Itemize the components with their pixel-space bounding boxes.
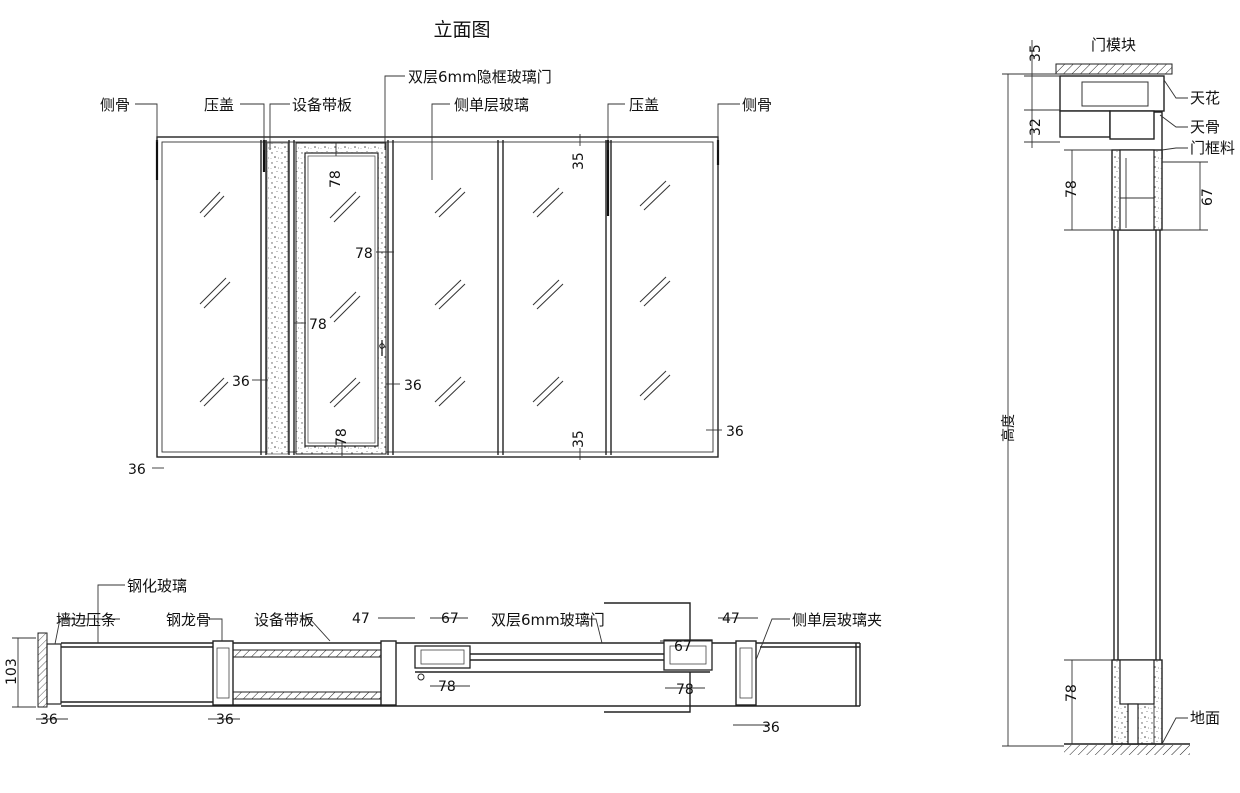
- plan-view: 钢化玻璃 墙边压条 钢龙骨 设备带板 双层6mm玻璃门 侧单层玻璃夹 103 3…: [4, 577, 882, 736]
- dim-plan-36-c: 36: [762, 720, 780, 736]
- elevation-outer-frame: [156, 136, 719, 458]
- label-ground: 地面: [1190, 709, 1220, 727]
- equipment-strip-section: [232, 640, 397, 706]
- glass-reflection-marks: [199, 180, 671, 408]
- door-frame-bottom: [1111, 659, 1163, 745]
- dim-36-left: 36: [232, 374, 250, 390]
- dim-plan-67-a: 67: [441, 611, 459, 627]
- label-door-plan: 双层6mm玻璃门: [491, 611, 605, 629]
- plan-dim-lines: [12, 617, 770, 726]
- section-dim-lines: [1002, 40, 1208, 747]
- ceiling-slab: [1055, 63, 1173, 75]
- elevation-title: 立面图: [433, 19, 490, 41]
- dim-height: 高度: [1000, 414, 1017, 442]
- plan-left-wall: [37, 632, 48, 708]
- dim-plan-47-b: 47: [722, 611, 740, 627]
- label-cap-left: 压盖: [204, 96, 234, 114]
- dim-door-side-78: 78: [355, 246, 373, 262]
- top-profiles: [1059, 75, 1165, 159]
- dim-door-inner-78: 78: [309, 317, 327, 333]
- plan-glass-lines: [61, 642, 860, 707]
- label-wall-strip: 墙边压条: [56, 611, 116, 629]
- section-leaders: [1159, 79, 1188, 745]
- wall-strip-profile: [46, 643, 62, 705]
- plan-leaders: [54, 584, 790, 661]
- dim-plan-78-a: 78: [438, 679, 456, 695]
- dim-section-78-bottom: 78: [1064, 684, 1080, 702]
- label-side-single-glass: 侧单层玻璃: [454, 96, 529, 114]
- elevation-mullions: [260, 140, 612, 455]
- dim-section-78-top: 78: [1064, 180, 1080, 198]
- dim-door-top-78: 78: [328, 170, 344, 188]
- elevation-dim-marks: [152, 134, 722, 469]
- dim-35-bottom: 35: [571, 430, 587, 448]
- label-cap-right: 压盖: [629, 96, 659, 114]
- cap-markers: [155, 140, 720, 216]
- glass-door: [295, 142, 387, 455]
- door-section: [396, 602, 760, 713]
- elevation-view: 立面图: [100, 19, 772, 478]
- label-equipment-strip-plan: 设备带板: [254, 611, 314, 629]
- dim-section-35: 35: [1028, 44, 1044, 62]
- dim-plan-36-a: 36: [40, 712, 58, 728]
- label-equipment-strip: 设备带板: [292, 96, 352, 114]
- steel-keel-profile: [212, 640, 234, 706]
- label-side-bone-right: 侧骨: [742, 96, 772, 114]
- label-ceiling: 天花: [1190, 89, 1220, 107]
- elevation-inner-frame: [161, 141, 714, 453]
- dim-section-32: 32: [1028, 118, 1044, 136]
- label-door-module: 门模块: [1091, 36, 1136, 54]
- dim-section-67: 67: [1200, 188, 1216, 206]
- single-glass-clip: [735, 640, 861, 706]
- dim-36-right: 36: [726, 424, 744, 440]
- label-ceiling-bone: 天骨: [1190, 118, 1220, 136]
- section-glass: [1113, 230, 1161, 660]
- door-frame-top: [1111, 149, 1163, 231]
- equipment-strip-panel: [266, 142, 289, 455]
- label-door: 双层6mm隐框玻璃门: [408, 68, 552, 86]
- dim-plan-78-b: 78: [676, 682, 694, 698]
- dim-36-mid: 36: [404, 378, 422, 394]
- dim-plan-36-b: 36: [216, 712, 234, 728]
- section-view: 门模块: [1000, 36, 1235, 755]
- label-keel: 钢龙骨: [166, 611, 211, 629]
- dim-plan-47-a: 47: [352, 611, 370, 627]
- dim-plan-67-b: 67: [674, 639, 692, 655]
- label-door-frame: 门框料: [1190, 139, 1235, 157]
- dim-35-top: 35: [571, 152, 587, 170]
- floor-hatch: [1064, 745, 1190, 755]
- dim-103: 103: [4, 658, 20, 685]
- label-side-bone-left: 侧骨: [100, 96, 130, 114]
- label-tempered-glass: 钢化玻璃: [127, 577, 187, 595]
- elevation-leaders: [135, 75, 740, 180]
- label-glass-clip: 侧单层玻璃夹: [792, 611, 882, 629]
- dim-36-base: 36: [128, 462, 146, 478]
- dim-door-bottom-78: 78: [334, 428, 350, 446]
